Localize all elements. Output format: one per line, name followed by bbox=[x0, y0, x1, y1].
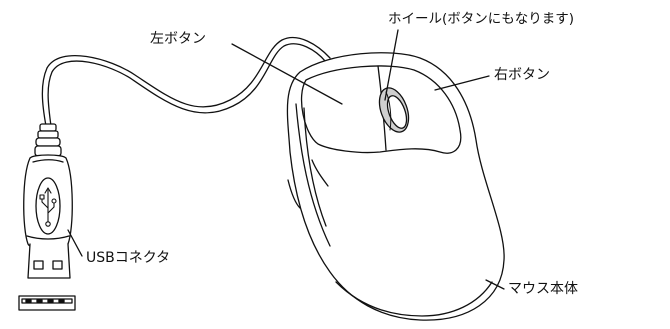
strain-relief bbox=[34, 123, 62, 157]
label-usb-connector: USBコネクタ bbox=[86, 250, 171, 266]
usb-end-view bbox=[18, 295, 76, 311]
usb-symbol-recess bbox=[35, 177, 61, 235]
leader-left-button bbox=[231, 43, 343, 105]
label-mouse-body: マウス本体 bbox=[508, 281, 578, 297]
leader-wheel bbox=[384, 29, 399, 101]
mouse-body-outline bbox=[286, 52, 505, 321]
cable-edge bbox=[47, 43, 327, 127]
label-left-button: 左ボタン bbox=[150, 31, 206, 47]
leader-right-button bbox=[434, 75, 490, 91]
leader-usb bbox=[67, 229, 83, 257]
label-right-button: 右ボタン bbox=[494, 67, 550, 83]
cable bbox=[41, 36, 331, 127]
label-wheel: ホイール(ボタンにもなります) bbox=[388, 11, 575, 27]
usb-symbol-icon bbox=[39, 187, 57, 227]
leader-body bbox=[485, 279, 505, 290]
scroll-wheel-icon bbox=[378, 87, 410, 133]
mouse-top-panel bbox=[300, 65, 462, 154]
